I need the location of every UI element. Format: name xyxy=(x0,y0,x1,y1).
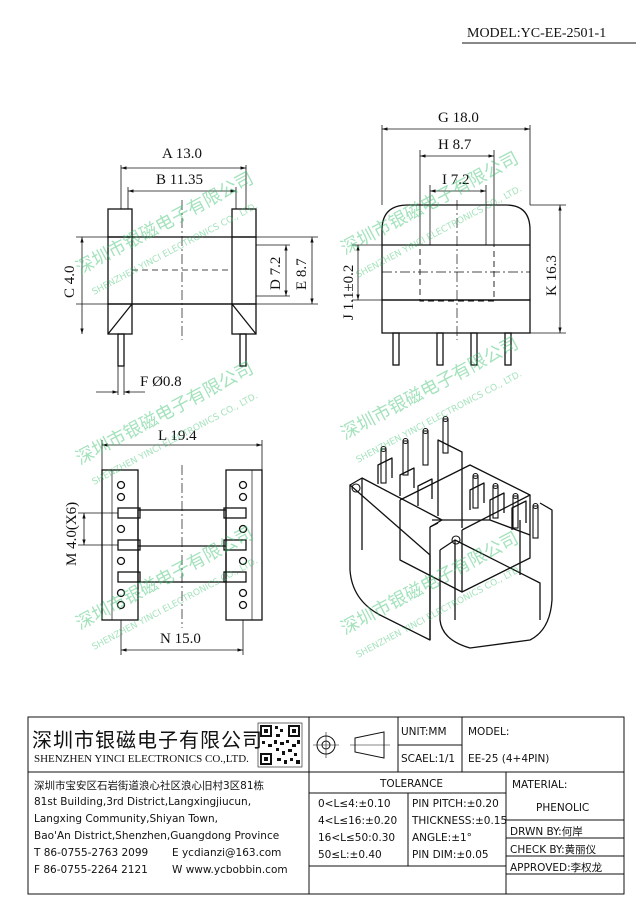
material-label: MATERIAL: xyxy=(512,779,568,791)
pin-dim: PIN DIM:±0.05 xyxy=(412,849,489,861)
dim-e: E 8.7 xyxy=(294,258,310,290)
tolerance-row-3: 16<L≤50:0.30 xyxy=(318,832,396,844)
title-block-grid xyxy=(27,716,625,895)
front-view-dimensions xyxy=(76,165,318,395)
dim-j: J 1.1±0.2 xyxy=(341,265,357,320)
dim-l: L 19.4 xyxy=(158,428,197,444)
tolerance-title: TOLERANCE xyxy=(380,778,444,790)
tolerance-row-2: 4<L≤16:±0.20 xyxy=(318,815,398,827)
dim-d: D 7.2 xyxy=(268,257,284,290)
unit: UNIT:MM xyxy=(401,726,447,738)
tolerance-row-1: 0<L≤4:±0.10 xyxy=(318,798,391,810)
company-name-cn: 深圳市银磁电子有限公司 xyxy=(32,728,263,752)
model-value: EE-25 (4+4PIN) xyxy=(468,753,550,765)
dim-i: I 7.2 xyxy=(442,172,470,188)
projection-symbol-icon xyxy=(313,731,390,759)
dim-b: B 11.35 xyxy=(156,172,203,188)
dim-m: M 4.0(X6) xyxy=(64,502,80,566)
company-name-en: SHENZHEN YINCI ELECTRONICS CO.,LTD. xyxy=(34,753,249,765)
address-en-3: Bao'An District,Shenzhen,Guangdong Provi… xyxy=(34,830,280,842)
tolerance-row-4: 50≤L:±0.40 xyxy=(318,849,382,861)
watermark: 深圳市银磁电子有限公司 SHENZHEN YINCI ELECTRONICS C… xyxy=(72,148,523,661)
front-view xyxy=(107,200,257,367)
dim-g: G 18.0 xyxy=(438,110,479,126)
approved-by: APPROVED:李权龙 xyxy=(510,862,603,874)
isometric-view xyxy=(349,439,553,649)
dim-k: K 16.3 xyxy=(544,255,560,296)
qr-code-icon xyxy=(257,722,303,768)
thickness: THICKNESS:±0.15 xyxy=(412,815,508,827)
side-view xyxy=(381,200,531,366)
email: E ycdianzi@163.com xyxy=(172,847,282,859)
website: W www.ycbobbin.com xyxy=(172,864,288,876)
scale: SCAEL:1/1 xyxy=(401,753,456,765)
check-by: CHECK BY:黄丽仪 xyxy=(510,844,597,856)
bottom-view-dimensions xyxy=(78,440,263,655)
material-value: PHENOLIC xyxy=(536,802,590,814)
drawn-by: DRWN BY:何岸 xyxy=(510,826,583,838)
model-header: MODEL:YC-EE-2501-1 xyxy=(467,26,606,41)
address-cn: 深圳市宝安区石岩街道浪心社区浪心旧村3区81栋 xyxy=(34,780,265,792)
dim-a: A 13.0 xyxy=(162,146,202,162)
isometric-pins xyxy=(351,415,539,545)
dim-h: H 8.7 xyxy=(438,137,472,153)
pin-pitch: PIN PITCH:±0.20 xyxy=(412,798,499,810)
dim-n: N 15.0 xyxy=(160,631,201,647)
side-view-dimensions xyxy=(352,125,566,334)
fax: F 86-0755-2264 2121 xyxy=(34,864,148,876)
address-en-1: 81st Building,3rd District,Langxingjiucu… xyxy=(34,796,252,808)
angle: ANGLE:±1° xyxy=(412,832,472,844)
model-label: MODEL: xyxy=(468,726,510,738)
dim-c: C 4.0 xyxy=(62,265,78,298)
dim-f: F Ø0.8 xyxy=(140,374,182,390)
address-en-2: Langxing Community,Shiyan Town, xyxy=(34,813,219,825)
tel: T 86-0755-2763 2099 xyxy=(34,847,149,859)
